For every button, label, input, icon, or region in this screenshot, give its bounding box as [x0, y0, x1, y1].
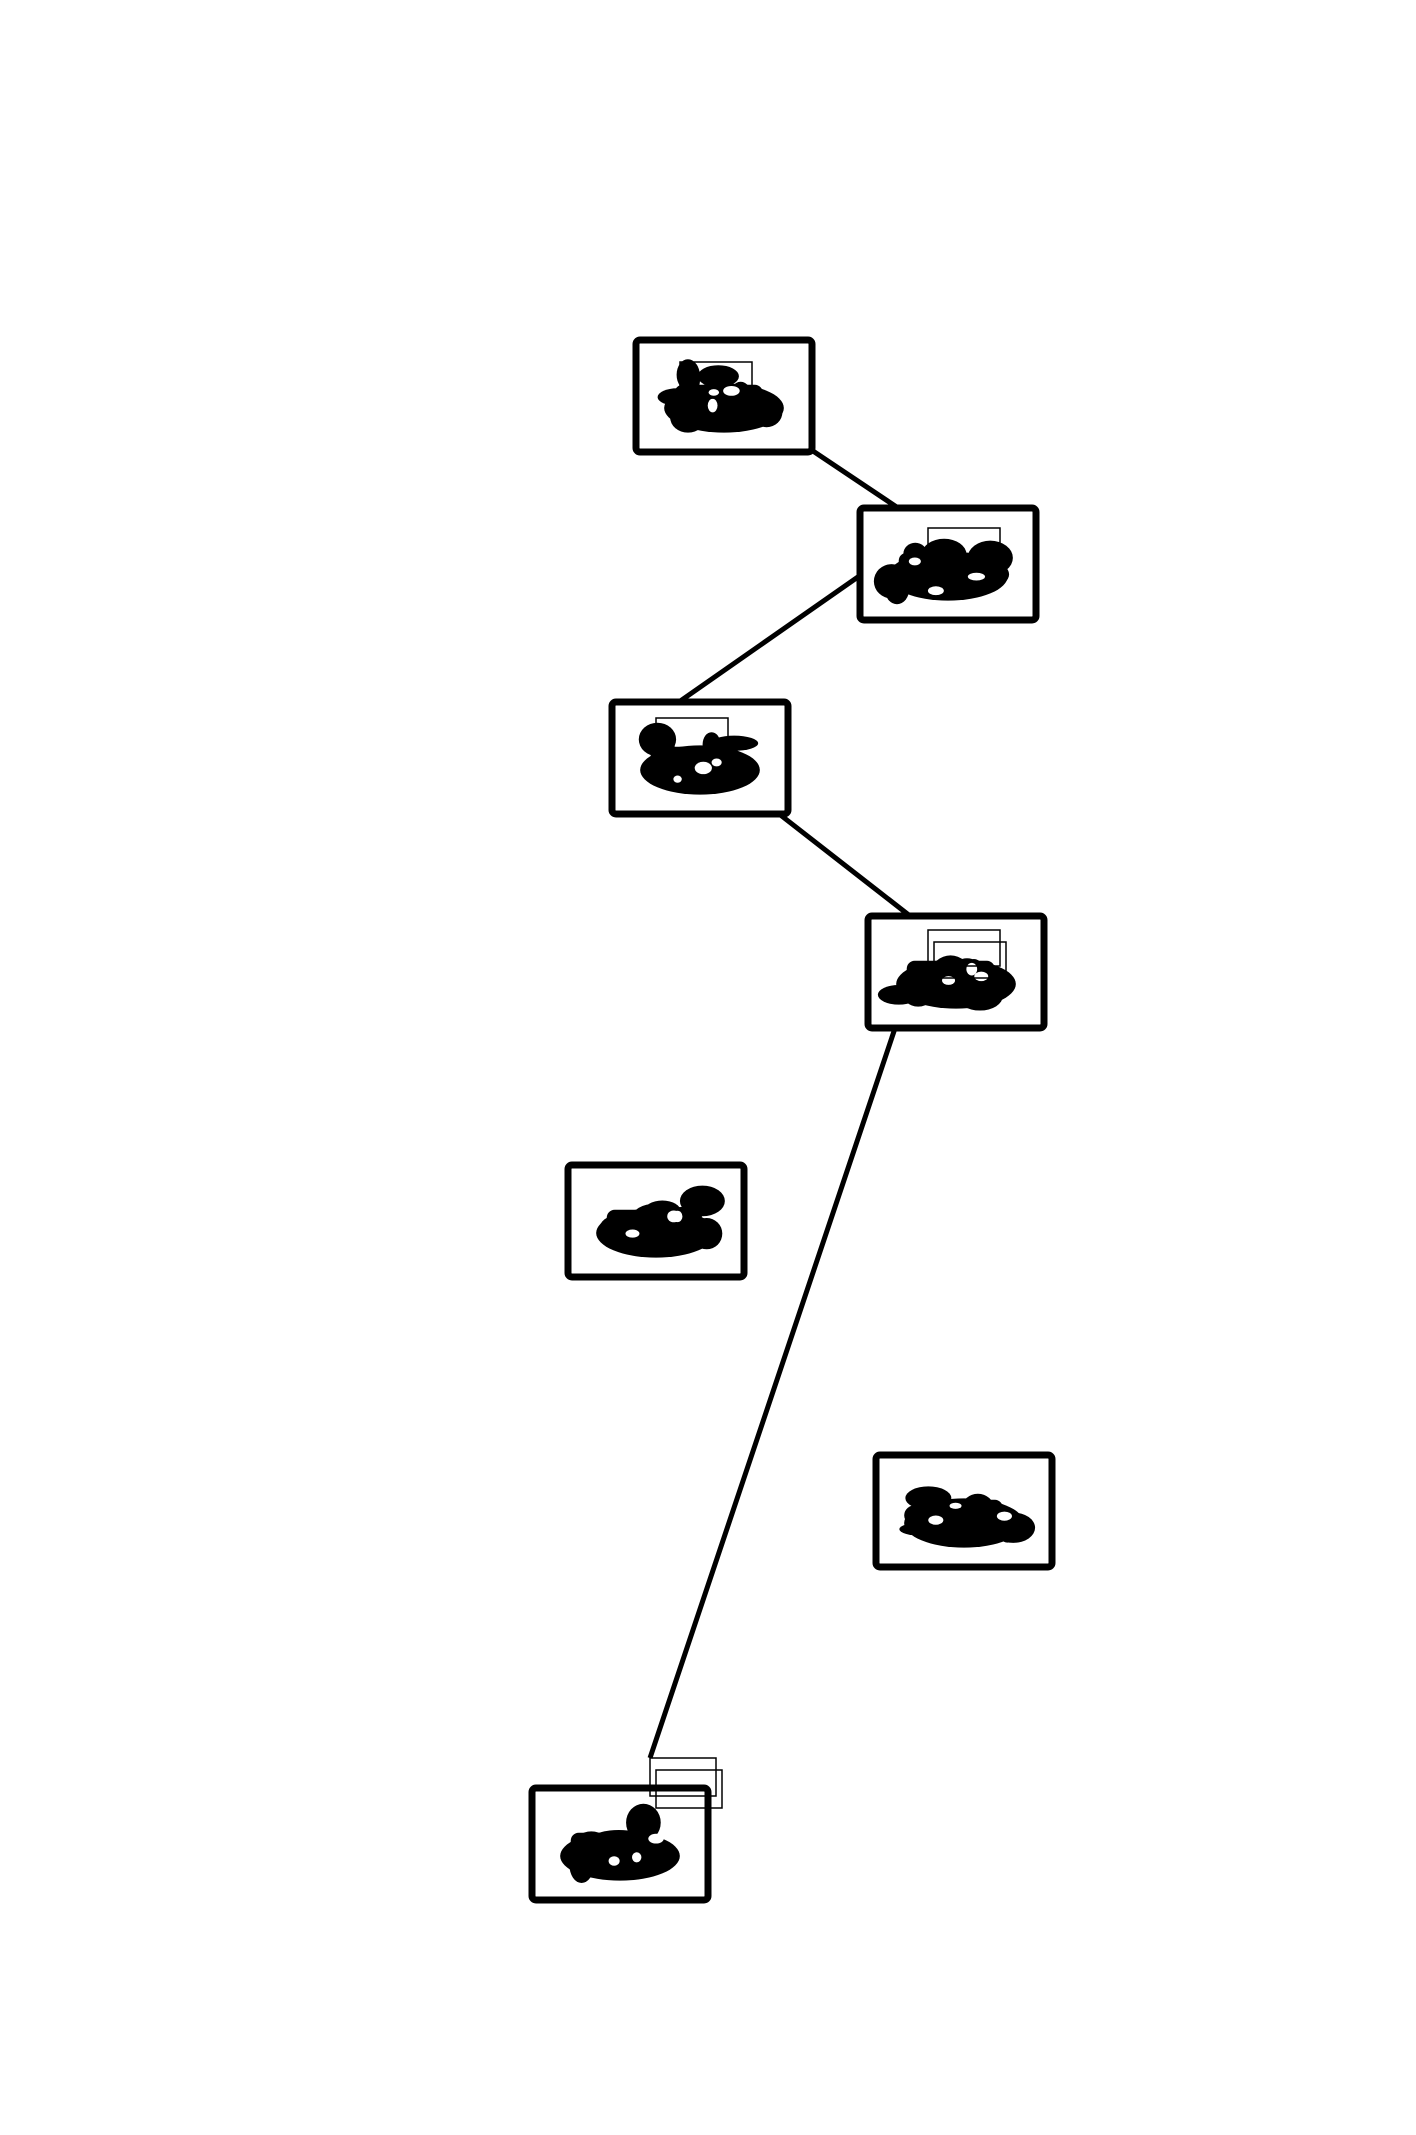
blob-silhouette-icon — [638, 722, 760, 795]
anchor-marker-box — [679, 361, 753, 399]
diagram-node — [564, 1161, 748, 1281]
diagram-node — [872, 1451, 1056, 1571]
blob-silhouette-icon — [877, 955, 1016, 1011]
blob-silhouette-icon — [899, 1486, 1036, 1548]
anchor-marker-box — [655, 717, 729, 755]
markers-layer — [649, 361, 1007, 1809]
diagram-node — [528, 1784, 712, 1904]
anchor-marker-box — [649, 1757, 717, 1797]
anchor-marker-box — [933, 941, 1007, 979]
blob-silhouette-icon — [873, 538, 1013, 605]
blob-silhouette-icon — [560, 1803, 680, 1883]
diagram-node — [608, 698, 792, 818]
anchor-marker-box — [655, 1769, 723, 1809]
diagram-node — [864, 912, 1048, 1032]
nodes-layer — [528, 336, 1056, 1904]
diagram-node — [632, 336, 816, 456]
anchor-marker-box — [927, 929, 1001, 967]
blob-silhouette-icon — [657, 359, 784, 433]
blob-silhouette-icon — [596, 1185, 725, 1258]
anchor-marker-box — [927, 527, 1001, 565]
